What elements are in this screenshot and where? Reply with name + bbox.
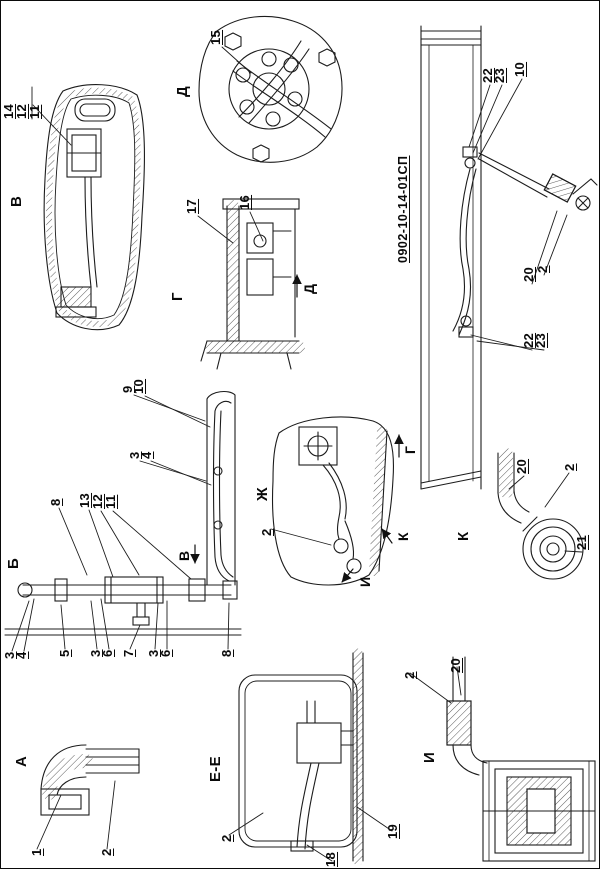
view-v-art xyxy=(43,84,145,331)
view-label-d: Д xyxy=(174,86,191,97)
callout-6b-row: 6 xyxy=(158,649,173,657)
view-label-zh: Ж xyxy=(254,487,271,501)
callout-1: 1 xyxy=(29,848,44,856)
leader-lines xyxy=(11,46,583,862)
view-label-a: А xyxy=(13,755,30,767)
view-k-art xyxy=(497,448,584,580)
section-arrows-art xyxy=(190,274,404,583)
callout-20-i: 20 xyxy=(448,657,463,673)
view-label-g: Г xyxy=(169,292,186,301)
section-arrow-label-d: Д xyxy=(301,283,317,294)
callout-2-rail: 2 xyxy=(535,265,550,273)
callout-16: 16 xyxy=(237,194,252,210)
callout-7-row: 7 xyxy=(121,649,136,657)
view-ee-art xyxy=(238,648,364,866)
callout-10-rail: 10 xyxy=(512,61,527,77)
callout-19: 19 xyxy=(385,823,400,839)
callout-4-b: 4 xyxy=(139,451,154,459)
callout-4-row: 4 xyxy=(14,651,29,659)
callout-20-k: 20 xyxy=(514,458,529,474)
callout-23-bottom: 23 xyxy=(533,332,548,348)
section-arrow-label-g: Г xyxy=(402,445,418,454)
section-arrow-label-i: И xyxy=(357,576,373,587)
view-zh-art xyxy=(271,416,394,586)
view-label-k: К xyxy=(455,531,472,541)
callout-2-a: 2 xyxy=(99,848,114,856)
callout-11-b: 11 xyxy=(103,494,118,509)
section-arrow-label-k: К xyxy=(395,532,411,541)
callout-15: 15 xyxy=(208,29,223,45)
view-g-art xyxy=(200,198,305,370)
view-label-b: Б xyxy=(5,557,22,569)
callout-5-row: 5 xyxy=(57,649,72,657)
callout-20-rail: 20 xyxy=(521,266,536,282)
callout-2-i: 2 xyxy=(402,671,417,679)
callout-8-b: 8 xyxy=(48,498,63,506)
callout-11: 11 xyxy=(27,104,42,119)
callout-21: 21 xyxy=(574,534,589,550)
view-label-ee: Е-Е xyxy=(207,756,224,782)
callout-2-zh: 2 xyxy=(259,528,274,536)
section-arrow-label-v: В xyxy=(176,550,192,561)
callout-10-b: 10 xyxy=(131,378,146,394)
view-a-art xyxy=(40,744,140,816)
view-label-v: В xyxy=(8,195,25,207)
view-d-art xyxy=(198,15,343,163)
callout-6-row: 6 xyxy=(100,649,115,657)
view-i-art xyxy=(446,656,596,862)
callout-8-row: 8 xyxy=(219,649,234,657)
callout-2-k: 2 xyxy=(562,463,577,471)
rail-art xyxy=(420,25,598,490)
callout-2-ee: 2 xyxy=(219,834,234,842)
callout-17: 17 xyxy=(184,198,199,214)
view-label-i: И xyxy=(421,751,438,763)
view-b-art xyxy=(4,390,242,636)
drawing-number: 0902-10-14-01СП xyxy=(396,155,410,263)
callout-23-top: 23 xyxy=(492,67,507,83)
callout-18: 18 xyxy=(323,851,338,867)
